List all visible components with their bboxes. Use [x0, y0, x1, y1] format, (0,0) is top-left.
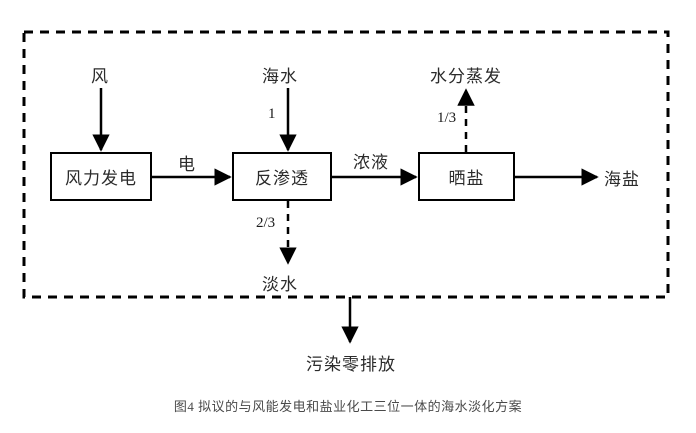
label-zero-emission: 污染零排放	[306, 355, 396, 374]
node-wind-power[interactable]: 风力发电	[50, 152, 152, 201]
node-reverse-osmosis-label: 反渗透	[255, 169, 309, 188]
figure-caption: 图4 拟议的与风能发电和盐业化工三位一体的海水淡化方案	[173, 399, 523, 414]
system-boundary-dashed-rect	[22, 30, 670, 299]
node-wind-power-label: 风力发电	[65, 169, 137, 188]
label-water-evaporation: 水分蒸发	[430, 67, 502, 86]
ratio-seawater: 1	[268, 106, 276, 122]
label-wind-input: 风	[91, 67, 109, 86]
label-fresh-water: 淡水	[262, 275, 298, 294]
ratio-water-evaporation: 1/3	[437, 110, 457, 126]
ratio-fresh-water: 2/3	[256, 215, 276, 231]
label-electricity: 电	[178, 155, 196, 174]
node-reverse-osmosis[interactable]: 反渗透	[232, 152, 332, 201]
label-sea-salt: 海盐	[604, 170, 640, 189]
node-salt-evaporation[interactable]: 晒盐	[418, 152, 515, 201]
label-concentrate: 浓液	[353, 153, 389, 172]
label-seawater-input: 海水	[262, 67, 298, 86]
node-salt-evaporation-label: 晒盐	[448, 169, 485, 188]
